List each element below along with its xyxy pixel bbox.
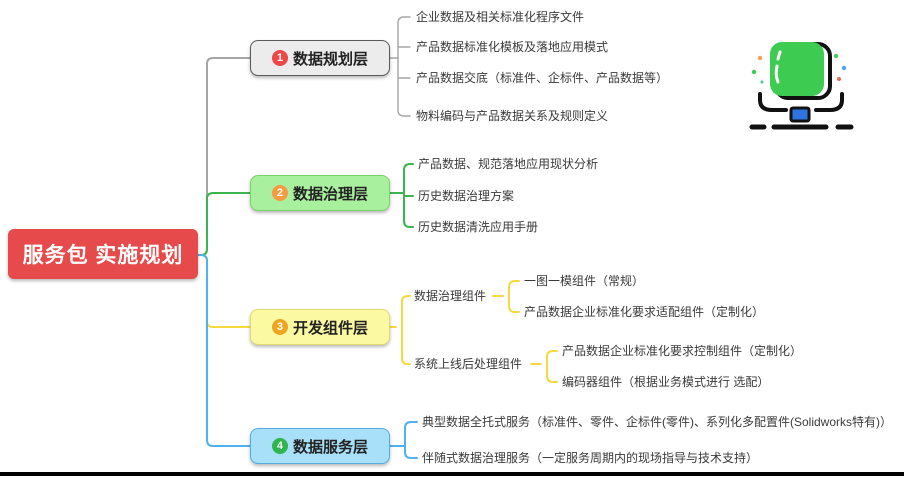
leaf-node[interactable]: 产品数据交底（标准件、企标件、产品数据等） bbox=[416, 71, 669, 85]
subgroup-node[interactable]: 系统上线后处理组件 bbox=[414, 357, 523, 371]
root-node-label: 服务包 实施规划 bbox=[22, 244, 184, 267]
leaf-node[interactable]: 历史数据清洗应用手册 bbox=[418, 220, 539, 234]
branch-node-dev-components[interactable]: 3 开发组件层 bbox=[250, 309, 390, 345]
branch-number-badge: 3 bbox=[271, 319, 288, 335]
leaf-node[interactable]: 产品数据企业标准化要求控制组件（定制化） bbox=[562, 344, 803, 358]
leaf-node[interactable]: 伴随式数据治理服务（一定服务周期内的现场指导与技术支持） bbox=[422, 451, 759, 465]
leaf-node[interactable]: 物料编码与产品数据关系及规则定义 bbox=[416, 109, 609, 123]
branch-node-data-planning[interactable]: 1 数据规划层 bbox=[250, 40, 390, 76]
monitor-stand bbox=[789, 106, 811, 123]
branch-number-badge: 4 bbox=[271, 438, 288, 454]
leaf-node[interactable]: 编码器组件（根据业务模式进行 选配） bbox=[562, 375, 770, 389]
deco-dot bbox=[841, 65, 847, 71]
leaf-node[interactable]: 产品数据标准化模板及落地应用模式 bbox=[416, 40, 609, 54]
deco-dot bbox=[834, 54, 838, 58]
screen-highlight bbox=[774, 50, 782, 84]
leaf-node[interactable]: 一图一模组件（常规） bbox=[524, 274, 645, 288]
branch-label: 开发组件层 bbox=[292, 319, 368, 337]
branch-node-data-services[interactable]: 4 数据服务层 bbox=[250, 428, 390, 464]
leaf-node[interactable]: 产品数据企业标准化要求适配组件（定制化） bbox=[524, 305, 765, 319]
deco-dot bbox=[837, 77, 841, 81]
leaf-node[interactable]: 企业数据及相关标准化程序文件 bbox=[416, 10, 585, 24]
branch-label: 数据治理层 bbox=[292, 185, 368, 203]
branch-node-data-governance[interactable]: 2 数据治理层 bbox=[250, 175, 390, 211]
leaf-node[interactable]: 历史数据治理方案 bbox=[418, 189, 515, 203]
deco-dot bbox=[760, 80, 764, 84]
monitor-icon bbox=[749, 42, 854, 130]
root-node[interactable]: 服务包 实施规划 bbox=[8, 229, 198, 279]
branch-number-badge: 1 bbox=[271, 50, 288, 66]
leaf-node[interactable]: 产品数据、规范落地应用现状分析 bbox=[418, 157, 599, 171]
deco-dot bbox=[751, 69, 757, 75]
subgroup-node[interactable]: 数据治理组件 bbox=[414, 289, 487, 303]
deco-dot bbox=[757, 55, 763, 61]
leaf-node[interactable]: 典型数据全托式服务（标准件、零件、企标件(零件)、系列化多配置件(Solidwo… bbox=[422, 415, 893, 429]
bottom-border bbox=[0, 472, 904, 476]
monitor-screen bbox=[770, 42, 824, 96]
monitor-arms bbox=[758, 92, 844, 112]
branch-label: 数据服务层 bbox=[292, 438, 368, 456]
branch-label: 数据规划层 bbox=[292, 50, 368, 68]
connector-branch-data-services bbox=[197, 254, 418, 459]
branch-number-badge: 2 bbox=[271, 185, 288, 201]
